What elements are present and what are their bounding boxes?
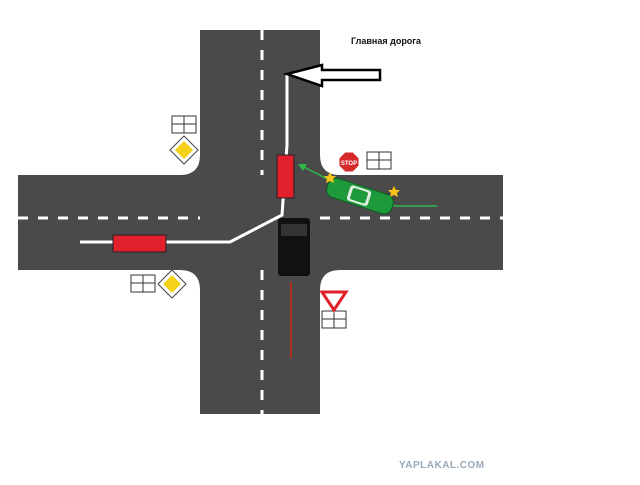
road-network (18, 30, 503, 414)
priority-road-sign-icon (157, 269, 187, 299)
left-arrow-icon (282, 63, 382, 88)
watermark: YAPLAKAL.COM (399, 460, 485, 471)
asphalt (18, 30, 503, 414)
stop-sign-text: STOP (341, 161, 357, 167)
stop-sign-icon: STOP (338, 151, 360, 173)
red-car-north (276, 154, 295, 199)
green-car (326, 177, 394, 215)
priority-road-sign-icon (169, 135, 199, 165)
main-road-solid-line (80, 75, 289, 244)
yield-sign-icon (319, 290, 349, 313)
black-car (278, 218, 310, 276)
main-road-label: Главная дорога (351, 36, 422, 46)
blinker-icon (324, 172, 400, 197)
green-trajectory-arrowhead (298, 164, 307, 171)
plate-dividers (131, 116, 391, 328)
red-car-west (112, 234, 167, 253)
center-line-dashes (18, 30, 503, 414)
